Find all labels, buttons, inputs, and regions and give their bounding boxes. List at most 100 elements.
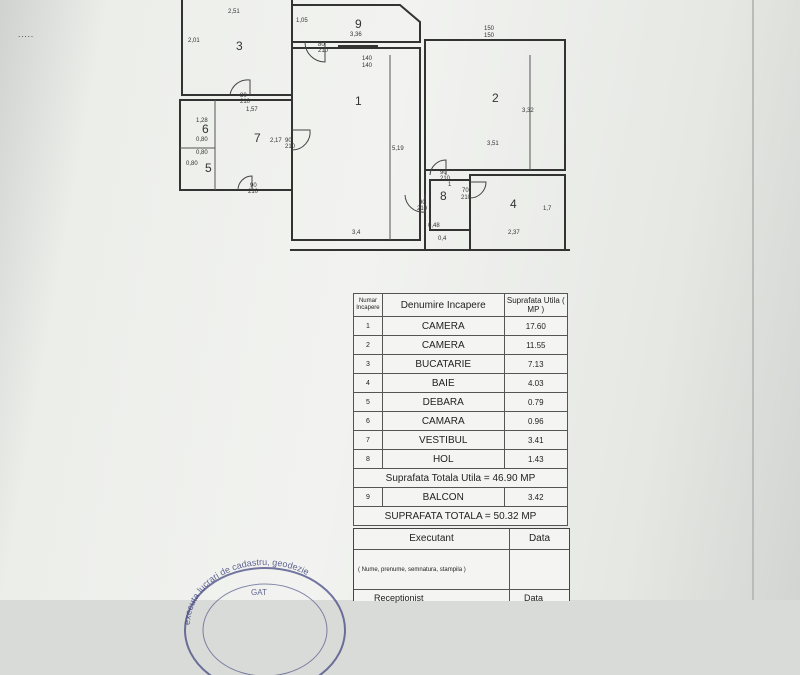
room-label-9: 9 [355, 17, 362, 31]
dim-label: 80 [318, 42, 325, 48]
dim-label: 0,80 [196, 137, 208, 143]
dim-label: 2,17 [270, 138, 282, 144]
room-label-4: 4 [510, 197, 517, 211]
executant-label: Executant [354, 529, 509, 550]
stamp-text: executa lucrari de cadastru, geodezie [182, 557, 311, 625]
dim-label: 0,48 [428, 223, 440, 229]
dim-label: 90 [419, 200, 426, 206]
dim-label: 140 [362, 63, 373, 69]
table-row: 5 DEBARA 0.79 [353, 392, 569, 412]
dim-label: 2,01 [188, 38, 200, 44]
table-row: 6 CAMARA 0.96 [353, 411, 569, 431]
dim-label: 210 [417, 206, 428, 212]
dim-label: 5,19 [392, 146, 404, 152]
room-number: 5 [353, 392, 383, 412]
header-useful-area: Suprafata Utila ( MP ) [503, 293, 569, 317]
room-area: 3.42 [503, 487, 569, 507]
dim-label: 150 [484, 26, 495, 32]
useful-total-row: Suprafata Totala Utila = 46.90 MP [353, 468, 568, 488]
room-name: BUCATARIE [381, 354, 505, 374]
page-edge [752, 0, 754, 600]
room-name: HOL [381, 449, 505, 469]
row-divider [354, 589, 569, 590]
dim-label: 90 [440, 170, 447, 176]
table-header-row: Numar Incapere Denumire Incapere Suprafa… [353, 293, 569, 317]
room-area: 0.96 [503, 411, 569, 431]
room-name: CAMERA [381, 316, 505, 336]
table-row: 9 BALCON 3.42 [353, 487, 569, 507]
room-label-2: 2 [492, 91, 499, 105]
room-area: 1.43 [503, 449, 569, 469]
dimension-labels: 2,51 2,01 1,05 3,36 150 150 80 210 140 1… [186, 9, 552, 242]
room-name: CAMERA [381, 335, 505, 355]
header-room-number: Numar Incapere [353, 293, 383, 317]
dim-label: 1,7 [543, 206, 552, 212]
dim-label: 1,05 [296, 18, 308, 24]
room-area: 11.55 [503, 335, 569, 355]
table-row: 4 BAIE 4.03 [353, 373, 569, 393]
plan-doors [229, 41, 487, 213]
room-label-1: 1 [355, 94, 362, 108]
rooms-table: Numar Incapere Denumire Incapere Suprafa… [353, 293, 569, 526]
floor-plan: 1 2 3 4 5 6 7 8 9 2,51 2,01 1,05 3,36 15… [179, 0, 570, 251]
dim-label: 80 [240, 93, 247, 99]
room-name: CAMARA [381, 411, 505, 431]
dim-label: 3,51 [487, 141, 499, 147]
dim-label: 70 [462, 188, 469, 194]
corner-mark: ..... [18, 30, 35, 39]
dim-label: 90 [285, 138, 292, 144]
room-label-7: 7 [254, 131, 261, 145]
dim-label: 1 [448, 182, 452, 188]
dim-label: 140 [362, 56, 373, 62]
table-row: 7 VESTIBUL 3.41 [353, 430, 569, 450]
room-label-3: 3 [236, 39, 243, 53]
room-number: 9 [353, 487, 383, 507]
dim-label: 210 [285, 144, 296, 150]
room-area: 17.60 [503, 316, 569, 336]
table-row: 8 HOL 1.43 [353, 449, 569, 469]
room-area: 0.79 [503, 392, 569, 412]
room-name: VESTIBUL [381, 430, 505, 450]
table-row: 2 CAMERA 11.55 [353, 335, 569, 355]
room-number: 7 [353, 430, 383, 450]
dim-label: 3,4 [352, 230, 361, 236]
useful-total: Suprafata Totala Utila = 46.90 MP [353, 468, 568, 488]
room-number: 8 [353, 449, 383, 469]
table-row: 3 BUCATARIE 7.13 [353, 354, 569, 374]
dim-label: 2,51 [228, 9, 240, 15]
room-area: 7.13 [503, 354, 569, 374]
dim-label: 0,80 [196, 150, 208, 156]
data-label-2: Data [524, 593, 544, 603]
room-label-5: 5 [205, 161, 212, 175]
svg-text:executa lucrari de cadastru, g: executa lucrari de cadastru, geodezie [182, 557, 311, 625]
receptionist-label: Receptionist [374, 593, 424, 603]
room-number: 3 [353, 354, 383, 374]
room-number: 2 [353, 335, 383, 355]
room-number: 4 [353, 373, 383, 393]
room-labels: 1 2 3 4 5 6 7 8 9 [202, 17, 517, 211]
signature-hint: ( Nume, prenume, semnatura, stampila ) [358, 567, 466, 573]
dim-label: 210 [318, 48, 329, 54]
room-area: 3.41 [503, 430, 569, 450]
dim-label: 0,80 [186, 161, 198, 167]
dim-label: 150 [484, 33, 495, 39]
dim-label: 210 [461, 195, 472, 201]
official-stamp: executa lucrari de cadastru, geodezie GA… [182, 557, 346, 675]
header-room-name: Denumire Incapere [381, 293, 505, 317]
room-name: BAIE [381, 373, 505, 393]
dim-label: 90 [250, 183, 257, 189]
dim-label: 1,28 [196, 118, 208, 124]
dim-label: 1,57 [246, 107, 258, 113]
room-number: 6 [353, 411, 383, 431]
room-label-6: 6 [202, 122, 209, 136]
dim-label: 210 [440, 176, 451, 182]
dim-label: 2,37 [508, 230, 520, 236]
grand-total-row: SUPRAFATA TOTALA = 50.32 MP [353, 506, 568, 526]
room-name: BALCON [381, 487, 505, 507]
signature-block: Executant ( Nume, prenume, semnatura, st… [353, 528, 570, 603]
dim-label: 3,32 [522, 108, 534, 114]
room-area: 4.03 [503, 373, 569, 393]
dim-label: 210 [240, 99, 251, 105]
grand-total: SUPRAFATA TOTALA = 50.32 MP [353, 506, 568, 526]
executant-cell: Executant ( Nume, prenume, semnatura, st… [354, 529, 510, 601]
